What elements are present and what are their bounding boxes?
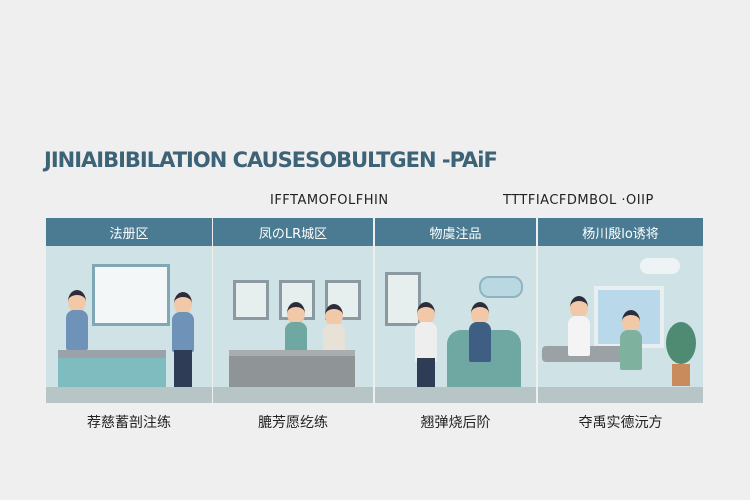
panel-header: 凤のLR城区 [213, 218, 373, 246]
speech-bubble-icon [479, 276, 523, 298]
person-icon [325, 304, 343, 327]
poster-icon [92, 264, 170, 326]
person-icon [174, 292, 192, 315]
frame-icon [385, 272, 421, 326]
person-icon [287, 302, 305, 325]
doctor-icon [570, 296, 588, 319]
subtitle-right: TTTFIACFDMBOL ·OIIP [503, 193, 654, 208]
panel-1: 法册区 [46, 218, 212, 403]
person-icon [622, 310, 640, 333]
panel-3: 物虞注品 [375, 218, 536, 403]
panel-header: 物虞注品 [375, 218, 536, 246]
panel-header: 法册区 [46, 218, 212, 246]
person-icon [417, 302, 435, 325]
person-icon [68, 290, 86, 313]
caption-2: 膔芳愿纥练 [258, 415, 328, 431]
scene-clinic [538, 246, 703, 403]
plant-icon [672, 364, 690, 386]
panel-header: 杨川殷lo诱将 [538, 218, 703, 246]
caption-4: 夺禹实德沅方 [578, 415, 663, 431]
panel-4: 杨川殷lo诱将 [538, 218, 703, 403]
panel-2: 凤のLR城区 [213, 218, 373, 403]
scene-lounge [375, 246, 536, 403]
scene-reception [46, 246, 212, 403]
scene-office [213, 246, 373, 403]
page-title: JINIAIBIBILATION CAUSESOBULTGEN -PAiF [44, 148, 498, 172]
frame-icon [233, 280, 269, 320]
person-icon [471, 302, 489, 325]
caption-3: 翘弹烧后阶 [420, 415, 491, 431]
cloud-icon [640, 258, 680, 274]
caption-1: 荐慈蓄剖注练 [87, 415, 171, 431]
subtitle-left: IFFTAMOFOLFHIN [270, 193, 389, 208]
